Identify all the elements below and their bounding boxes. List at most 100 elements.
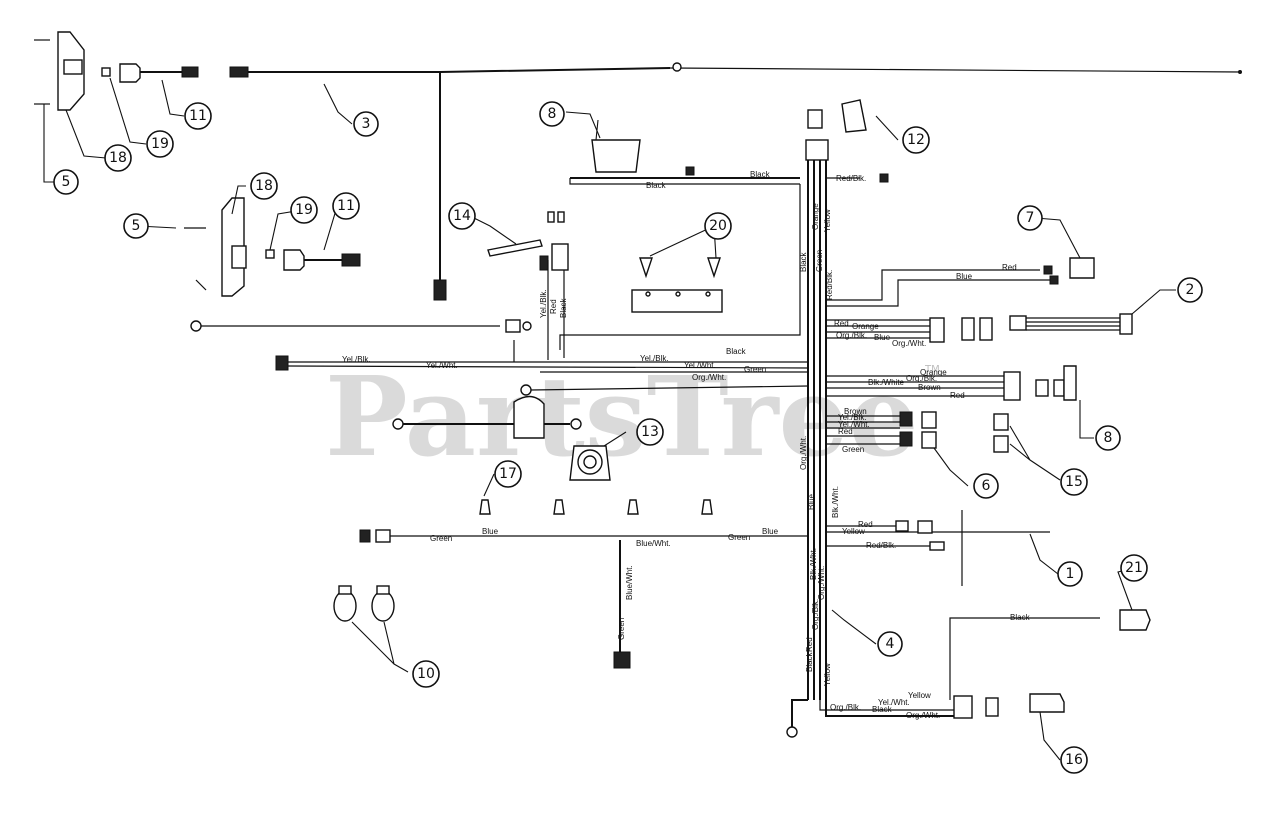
wire-label: Black [559,297,568,318]
wire-label: Black [726,347,747,356]
callout-8a: 8 [539,101,565,127]
wire-label: Black [646,181,667,190]
wire-label: Yel./Blk. [838,413,867,422]
watermark-trademark: TM [924,364,940,375]
callout-7: 7 [1017,205,1043,231]
connector-12a [807,109,823,129]
wire-label: Red [950,391,965,400]
svg-text:4: 4 [886,636,895,652]
callout-16: 16 [1060,746,1088,774]
callout-18b: 18 [250,172,278,200]
wire-labels: Black Black Red/Blk. Orange Yellow Black… [342,170,1031,720]
svg-text:8: 8 [1104,430,1113,446]
wire-label: Blue [956,272,973,281]
wire-label: Brown [844,407,867,416]
wire-label: Green [842,445,864,454]
wire-label: Red [858,520,873,529]
leader-lines [43,77,1176,761]
svg-text:8: 8 [548,106,557,122]
wire-label: Red [834,319,849,328]
svg-text:7: 7 [1026,210,1035,226]
callout-4: 4 [877,631,903,657]
wire-label: Yel./Blk. [342,355,371,364]
wire-label: Black [872,705,893,714]
svg-text:12: 12 [907,132,925,148]
svg-text:19: 19 [151,136,169,152]
bulbs-10 [333,585,395,622]
callout-12: 12 [902,126,930,154]
wire-label: Org./Wht. [892,339,926,348]
relay-12 [841,99,867,133]
wire-label: Black [1010,613,1031,622]
callout-19a: 19 [146,130,174,158]
callout-3: 3 [353,111,379,137]
svg-text:2: 2 [1186,282,1195,298]
main-harness [559,139,1151,738]
fuse-block [569,139,800,185]
svg-text:5: 5 [62,174,71,190]
callout-13: 13 [636,418,664,446]
callout-20: 20 [704,212,732,240]
wire-label: Org./Wht. [692,373,726,382]
wire-clips [631,257,723,313]
svg-text:6: 6 [982,478,991,494]
wire-label: Red [1002,263,1017,272]
headlight-assembly-mid [184,197,361,297]
wire-label: Orange [811,203,820,230]
wire-label: Yel./Wht. [838,420,870,429]
callout-21: 21 [1120,554,1148,582]
wire-label: Red [838,427,853,436]
wire-label: Yel./Blk. [539,289,548,318]
wire-label: Blk./Wht. [831,486,840,518]
svg-text:20: 20 [709,218,727,234]
svg-text:16: 16 [1065,752,1083,768]
svg-text:17: 17 [499,466,517,482]
svg-text:5: 5 [132,218,141,234]
callout-19b: 19 [290,196,318,224]
svg-text:11: 11 [337,198,355,214]
ground-wire [190,319,532,333]
wire-label: Org./Blk. [811,599,820,630]
svg-text:19: 19 [295,202,313,218]
wire-label: Blk./White [868,378,905,387]
callout-15: 15 [1060,468,1088,496]
callout-18a: 18 [104,144,132,172]
wire-label: Red/Blk. [825,270,834,300]
headlight-assembly-top [34,31,199,111]
wire-label: Green [728,533,750,542]
wire-label: Yel./Wht. [878,698,910,707]
svg-text:10: 10 [417,666,435,682]
wire-label: Green [617,618,626,640]
callout-1: 1 [1057,561,1083,587]
callout-11b: 11 [332,192,360,220]
wire-label: Black [799,251,808,272]
wire-label: Yel./Blk. [640,354,669,363]
callout-8b: 8 [1095,425,1121,451]
wire-label: Yel./Wht. [426,361,458,370]
wire-label: Blue/Wht. [625,565,634,600]
cable-3 [229,62,1242,301]
svg-text:18: 18 [255,178,273,194]
wire-label: Org./Wht. [906,711,940,720]
wire-label: Orange [852,322,879,331]
callout-5a: 5 [53,169,79,195]
svg-text:21: 21 [1125,560,1143,576]
wire-label: Blue [807,493,816,510]
svg-text:13: 13 [641,424,659,440]
wire-label: Blue/Wht. [636,539,671,548]
wire-label: Yellow [908,691,931,700]
callout-5b: 5 [123,213,149,239]
wire-label: Blue [762,527,779,536]
callout-10: 10 [412,660,440,688]
callout-17: 17 [494,460,522,488]
wire-label: Black [805,651,814,672]
wire-label: Red [805,637,814,652]
wire-label: Org./Wht. [799,436,808,470]
wire-label: Org./Blk. [830,703,861,712]
callout-6: 6 [973,473,999,499]
wire-label: Org./Blk. [836,331,867,340]
wire-label: Brown [918,383,941,392]
wire-label: Green [744,365,766,374]
